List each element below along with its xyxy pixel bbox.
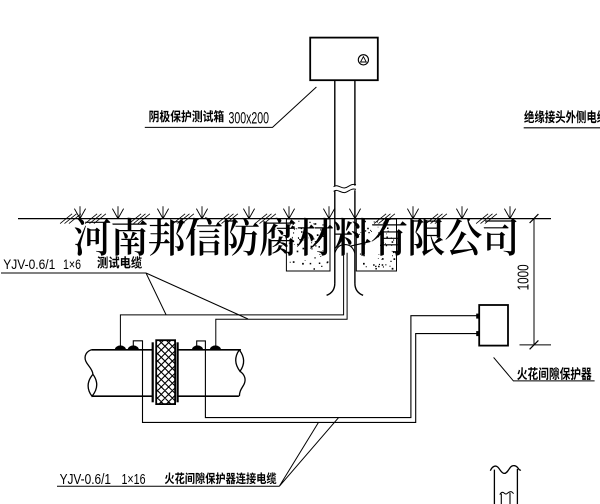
test-box-label-glyphs (149, 110, 224, 123)
watermark-glyphs-path (74, 217, 517, 256)
spark-gap-cables (132, 315, 477, 423)
bottom-label-glyphs (164, 472, 277, 485)
spark-gap-label-leader (493, 357, 595, 382)
cable-weld-points (114, 345, 221, 350)
bottom-cable-count-text: 1×16 (122, 472, 146, 488)
spark-gap-wire-lower (132, 333, 477, 423)
riser-cables (500, 492, 511, 504)
spark-gap-wire-upper (196, 315, 477, 419)
conduit-break-symbol (333, 183, 357, 194)
grass-marks (74, 206, 516, 219)
test-box-leader (144, 86, 317, 128)
protector-terminal-bottom (476, 331, 480, 337)
conduit-walls (334, 80, 356, 284)
conduit-riser (326, 80, 364, 296)
insulating-joint (151, 339, 179, 406)
riser-walls (493, 468, 519, 504)
riser-cable-wave (499, 491, 514, 495)
joint-body (155, 339, 176, 406)
test-cable-wire-2 (215, 252, 348, 346)
dimension-1000 (519, 213, 551, 350)
triangle-icon (359, 55, 368, 63)
pipe-break-left (84, 349, 94, 375)
test-box-label-glyphs-path (149, 110, 224, 123)
joint-crosshatch (155, 339, 176, 405)
test-box-size-text: 300x200 (229, 110, 270, 128)
test-box (309, 36, 379, 82)
conduit-bell-mouth (326, 283, 364, 296)
test-box-terminal-symbol (357, 54, 370, 66)
outer-cable-label-glyphs (524, 110, 600, 124)
test-cable-label-leader (1, 272, 249, 320)
riser-break-wave (489, 464, 522, 475)
protector-terminal-top (476, 313, 480, 319)
test-cable-count-text: 1×6 (63, 257, 81, 272)
spark-gap-protector (476, 304, 509, 347)
outer-cable-label-glyphs-path (524, 110, 600, 124)
test-cable-label-glyphs (97, 256, 142, 269)
bottom-label-leader (57, 417, 339, 487)
test-cable-wire-1 (119, 252, 345, 346)
cable-riser-symbol (489, 464, 522, 504)
test-box-outline (309, 36, 379, 82)
bottom-label-glyphs-path (164, 472, 277, 485)
protector-body (478, 304, 509, 347)
pipe-break-left-lens (87, 373, 98, 398)
watermark-glyphs (74, 217, 517, 256)
test-cable-spec-text: YJV-0.6/1 (3, 257, 55, 272)
bottom-cable-spec-text: YJV-0.6/1 (60, 472, 111, 488)
pipe-break-right (238, 370, 246, 397)
spark-gap-label-glyphs (517, 367, 592, 381)
test-cable-label-glyphs-path (97, 256, 142, 269)
test-cables (119, 252, 348, 346)
test-cable-label-text: 测试电缆 (97, 255, 150, 271)
dimension-ticks (529, 213, 539, 350)
dimension-1000-text: 1000 (516, 264, 533, 290)
pipe-break-right-lens (235, 349, 245, 373)
spark-gap-label-glyphs-path (517, 367, 592, 381)
